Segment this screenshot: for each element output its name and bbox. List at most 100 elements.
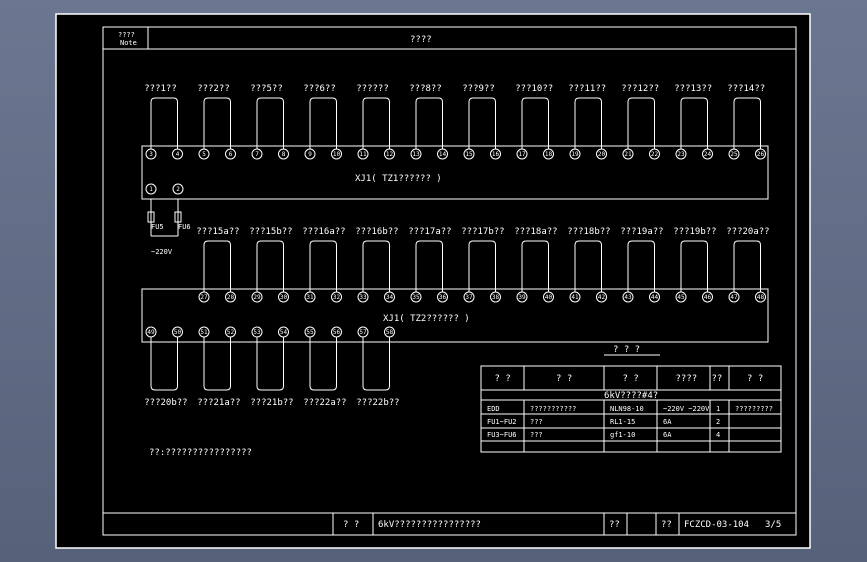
terminal-24-label: 24 (704, 151, 712, 158)
terminal-7[interactable]: 7 (251, 148, 263, 160)
terminal-41[interactable]: 41 (569, 291, 581, 303)
terminal-47-label: 47 (730, 294, 738, 301)
terminal-10-label: 10 (333, 151, 341, 158)
terminal-34[interactable]: 34 (384, 291, 395, 303)
note-line: ??:???????????????? (149, 448, 252, 458)
terminal-52[interactable]: 52 (225, 326, 236, 338)
top-wire-loop (362, 97, 390, 149)
terminal-51-label: 51 (200, 329, 208, 336)
terminal-38[interactable]: 38 (490, 291, 501, 303)
terminal-33[interactable]: 33 (357, 291, 369, 303)
terminal-30[interactable]: 30 (278, 291, 289, 303)
lower-wire-loop (362, 337, 390, 391)
top-wire-loop (415, 97, 443, 149)
terminal-58[interactable]: 58 (384, 326, 395, 338)
terminal-22[interactable]: 22 (649, 148, 660, 160)
bottom-wire-loop (468, 240, 496, 292)
bottom-wire-label: ???20a?? (726, 227, 769, 237)
terminal-4[interactable]: 4 (172, 148, 183, 160)
terminal-43[interactable]: 43 (622, 291, 634, 303)
terminal-18[interactable]: 18 (543, 148, 554, 160)
terminal-53[interactable]: 53 (251, 326, 263, 338)
terminal-58-circle (384, 326, 395, 338)
fuse-right-label: FU6 (178, 223, 191, 231)
terminal-48[interactable]: 48 (755, 291, 766, 303)
terminal-11-circle (357, 148, 369, 160)
terminal-49-label: 49 (147, 329, 155, 336)
terminal-25[interactable]: 25 (728, 148, 740, 160)
note-cn: ???? (118, 31, 135, 39)
terminal-23-circle (675, 148, 687, 160)
terminal-27-label: 27 (200, 294, 208, 301)
terminal-14[interactable]: 14 (437, 148, 448, 160)
terminal-23[interactable]: 23 (675, 148, 687, 160)
note-en: Note (120, 39, 137, 47)
terminal-5[interactable]: 5 (198, 148, 210, 160)
bottom-wire-label: ???19a?? (620, 227, 663, 237)
fuse-left-icon (147, 211, 155, 223)
terminal-16[interactable]: 16 (490, 148, 501, 160)
terminal-23-label: 23 (677, 151, 685, 158)
terminal-19[interactable]: 19 (569, 148, 581, 160)
terminal-15[interactable]: 15 (463, 148, 475, 160)
terminal-24-circle (702, 148, 713, 160)
bottom-wire-loop (309, 240, 337, 292)
terminal-45-circle (675, 291, 687, 303)
terminal-10[interactable]: 10 (331, 148, 342, 160)
terminal-29[interactable]: 29 (251, 291, 263, 303)
terminal-47-circle (728, 291, 740, 303)
terminal-55[interactable]: 55 (304, 326, 316, 338)
terminal-44[interactable]: 44 (649, 291, 660, 303)
terminal-21[interactable]: 21 (622, 148, 634, 160)
terminal-54[interactable]: 54 (278, 326, 289, 338)
table-cell: RL1-15 (610, 418, 635, 426)
terminal-36[interactable]: 36 (437, 291, 448, 303)
terminal-24[interactable]: 24 (702, 148, 713, 160)
sheet-number: 3/5 (765, 520, 781, 530)
terminal-31[interactable]: 31 (304, 291, 316, 303)
fuse-left-label: FU5 (151, 223, 164, 231)
terminal-3[interactable]: 3 (145, 148, 157, 160)
terminal-5-circle (198, 148, 210, 160)
terminal-11[interactable]: 11 (357, 148, 369, 160)
terminal-20[interactable]: 20 (596, 148, 607, 160)
terminal-15-label: 15 (465, 151, 473, 158)
terminal-8[interactable]: 8 (278, 148, 289, 160)
terminal-42[interactable]: 42 (596, 291, 607, 303)
terminal-40[interactable]: 40 (543, 291, 554, 303)
terminal-32[interactable]: 32 (331, 291, 342, 303)
terminal-28[interactable]: 28 (225, 291, 236, 303)
lower-wire-loop (150, 337, 178, 391)
top-wire-loop (150, 97, 178, 149)
terminal-47[interactable]: 47 (728, 291, 740, 303)
terminal-6[interactable]: 6 (225, 148, 236, 160)
terminal-45[interactable]: 45 (675, 291, 687, 303)
terminal-1[interactable] (145, 183, 157, 195)
terminal-12[interactable]: 12 (384, 148, 395, 160)
terminal-35[interactable]: 35 (410, 291, 422, 303)
terminal-17[interactable]: 17 (516, 148, 528, 160)
terminal-54-circle (278, 326, 289, 338)
terminal-56[interactable]: 56 (331, 326, 342, 338)
terminal-26[interactable]: 26 (755, 148, 766, 160)
terminal-25-circle (728, 148, 740, 160)
terminal-57[interactable]: 57 (357, 326, 369, 338)
terminal-56-circle (331, 326, 342, 338)
terminal-block-bottom (141, 288, 769, 343)
terminal-29-circle (251, 291, 263, 303)
terminal-2[interactable] (172, 183, 184, 195)
table-cell: FU3~FU6 (487, 431, 517, 439)
terminal-7-label: 7 (255, 151, 259, 158)
terminal-37[interactable]: 37 (463, 291, 475, 303)
terminal-46[interactable]: 46 (702, 291, 713, 303)
terminal-13[interactable]: 13 (410, 148, 422, 160)
terminal-9[interactable]: 9 (304, 148, 316, 160)
terminal-49[interactable]: 49 (145, 326, 157, 338)
terminal-51[interactable]: 51 (198, 326, 210, 338)
terminal-53-label: 53 (253, 329, 261, 336)
terminal-50[interactable]: 50 (172, 326, 183, 338)
terminal-28-label: 28 (227, 294, 235, 301)
terminal-39[interactable]: 39 (516, 291, 528, 303)
terminal-27[interactable]: 27 (198, 291, 210, 303)
